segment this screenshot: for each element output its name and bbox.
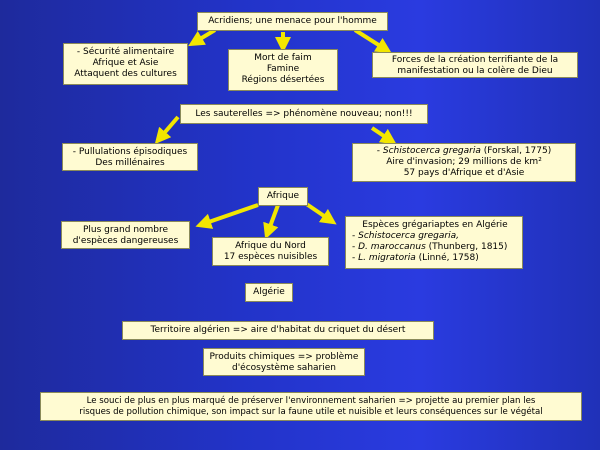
schisto-dash: -	[376, 146, 383, 156]
produits-box: Produits chimiques => problème d'écosyst…	[203, 348, 365, 376]
securite-line-1: - Sécurité alimentaire	[76, 47, 175, 57]
schisto-line-2: Aire d'invasion; 29 millions de km²	[386, 157, 542, 167]
produits-line-1: Produits chimiques => problème	[209, 352, 359, 362]
algerie-text: Algérie	[253, 287, 285, 297]
pullulations-box: - Pullulations épisodiques Des millénair…	[62, 143, 198, 171]
especes-name-3: L. migratoria	[358, 253, 416, 263]
mort-line-2: Famine	[266, 64, 300, 74]
arrow-to-securite	[188, 28, 217, 47]
plus-grand-line-1: Plus grand nombre	[82, 225, 169, 235]
produits-line-2: d'écosystème saharien	[232, 363, 336, 373]
arrow-to-pullulations	[154, 115, 180, 145]
afrique-nord-box: Afrique du Nord 17 espèces nuisibles	[212, 237, 329, 266]
souci-box: Le souci de plus en plus marqué de prése…	[40, 392, 582, 421]
plus-grand-box: Plus grand nombre d'espèces dangereuses	[61, 221, 190, 249]
securite-box: - Sécurité alimentaire Afrique et Asie A…	[63, 43, 188, 85]
mort-line-1: Mort de faim	[254, 53, 312, 63]
afrique-text: Afrique	[266, 191, 300, 201]
especes-dash-1: -	[352, 231, 359, 241]
especes-title: Espèces grégariaptes en Algérie	[362, 220, 508, 230]
territoire-text: Territoire algérien => aire d'habitat du…	[150, 325, 406, 335]
especes-name-1: Schistocerca gregaria,	[358, 231, 459, 241]
forces-line-1: Forces de la création terrifiante de la	[391, 55, 559, 65]
mort-line-3: Régions désertées	[241, 75, 325, 85]
souci-line-2: risques de pollution chimique, son impac…	[79, 407, 543, 417]
schisto-author: (Forskal, 1775)	[480, 146, 552, 156]
arrow-to-afrique-nord	[263, 204, 280, 240]
especes-author-3: (Linné, 1758)	[415, 253, 479, 263]
title-box: Acridiens; une menace pour l'homme	[197, 12, 388, 31]
especes-box: Espèces grégariaptes en Algérie - Schist…	[345, 216, 523, 269]
especes-dash-3: -	[352, 253, 359, 263]
arrow-to-especes	[303, 201, 337, 225]
schisto-box: - Schistocerca gregaria (Forskal, 1775) …	[352, 143, 576, 182]
arrow-to-forces	[353, 28, 392, 54]
securite-line-3: Attaquent des cultures	[74, 69, 177, 79]
schisto-line-1: - Schistocerca gregaria (Forskal, 1775)	[356, 146, 572, 157]
forces-box: Forces de la création terrifiante de la …	[372, 52, 578, 78]
algerie-box: Algérie	[245, 283, 293, 302]
afrique-nord-line-2: 17 espèces nuisibles	[223, 252, 318, 262]
souci-line-1: Le souci de plus en plus marqué de prése…	[86, 396, 536, 406]
plus-grand-line-2: d'espèces dangereuses	[72, 236, 179, 246]
especes-line-1: - Schistocerca gregaria,	[352, 231, 518, 242]
schisto-species: Schistocerca gregaria	[382, 146, 481, 156]
question-box: Les sauterelles => phénomène nouveau; no…	[180, 104, 428, 124]
afrique-nord-line-1: Afrique du Nord	[235, 241, 306, 251]
pullulations-line-2: Des millénaires	[95, 158, 165, 168]
especes-author-2: (Thunberg, 1815)	[425, 242, 508, 252]
afrique-box: Afrique	[258, 187, 308, 206]
especes-name-2: D. maroccanus	[358, 242, 426, 252]
title-text: Acridiens; une menace pour l'homme	[208, 16, 377, 26]
territoire-box: Territoire algérien => aire d'habitat du…	[122, 321, 434, 340]
schisto-line-3: 57 pays d'Afrique et d'Asie	[403, 168, 525, 178]
arrow-to-plus-grand	[195, 203, 259, 229]
mort-box: Mort de faim Famine Régions désertées	[228, 49, 338, 91]
arrow-to-schisto	[370, 126, 397, 145]
especes-dash-2: -	[352, 242, 359, 252]
question-text: Les sauterelles => phénomène nouveau; no…	[195, 109, 413, 119]
forces-line-2: manifestation ou la colère de Dieu	[397, 66, 553, 76]
especes-line-3: - L. migratoria (Linné, 1758)	[352, 253, 518, 264]
securite-line-2: Afrique et Asie	[92, 58, 159, 68]
especes-line-2: - D. maroccanus (Thunberg, 1815)	[352, 242, 518, 253]
pullulations-line-1: - Pullulations épisodiques	[72, 147, 188, 157]
